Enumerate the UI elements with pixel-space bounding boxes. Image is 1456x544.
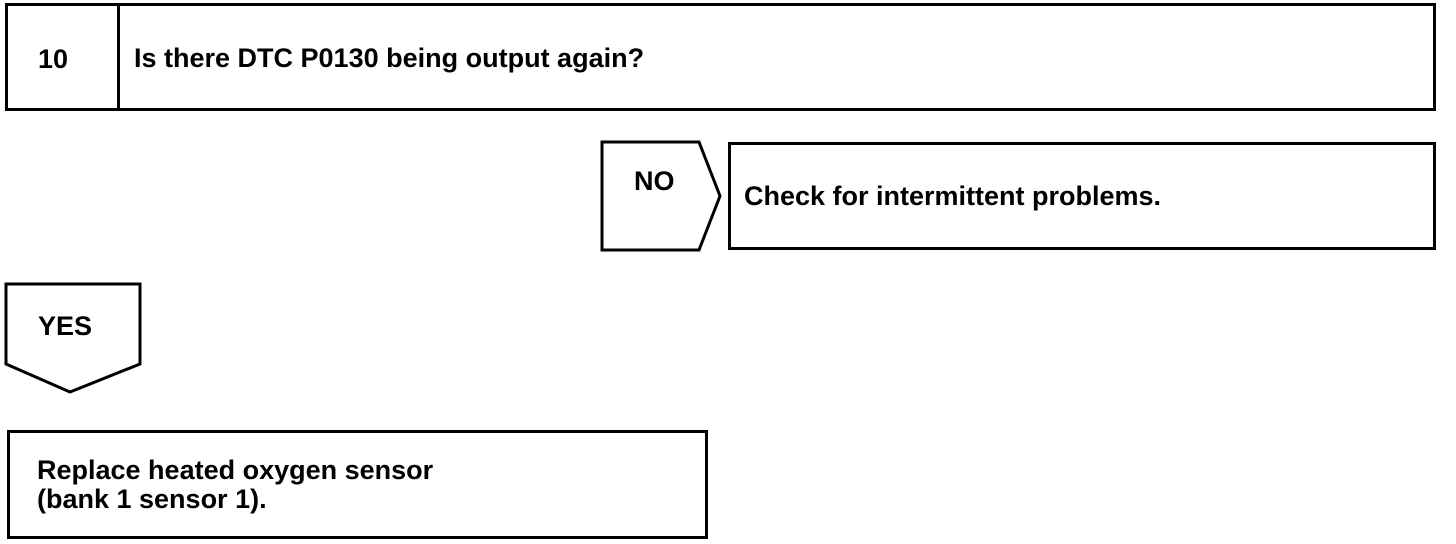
no-branch-label: NO (634, 166, 675, 196)
yes-result-box: Replace heated oxygen sensor (bank 1 sen… (7, 430, 708, 539)
yes-branch-arrow (4, 282, 142, 394)
yes-result-line-1: Replace heated oxygen sensor (37, 455, 434, 485)
step-question: Is there DTC P0130 being output again? (134, 43, 645, 73)
step-number: 10 (38, 44, 69, 74)
yes-result-line-2: (bank 1 sensor 1). (37, 484, 267, 514)
no-result-box: Check for intermittent problems. (728, 142, 1436, 250)
yes-branch-label: YES (38, 311, 93, 341)
no-result-text: Check for intermittent problems. (744, 181, 1162, 211)
no-branch-arrow (600, 140, 722, 252)
step-box: 10 Is there DTC P0130 being output again… (5, 3, 1436, 111)
step-number-cell: 10 (8, 6, 120, 108)
yes-result-text: Replace heated oxygen sensor (bank 1 sen… (37, 456, 433, 514)
